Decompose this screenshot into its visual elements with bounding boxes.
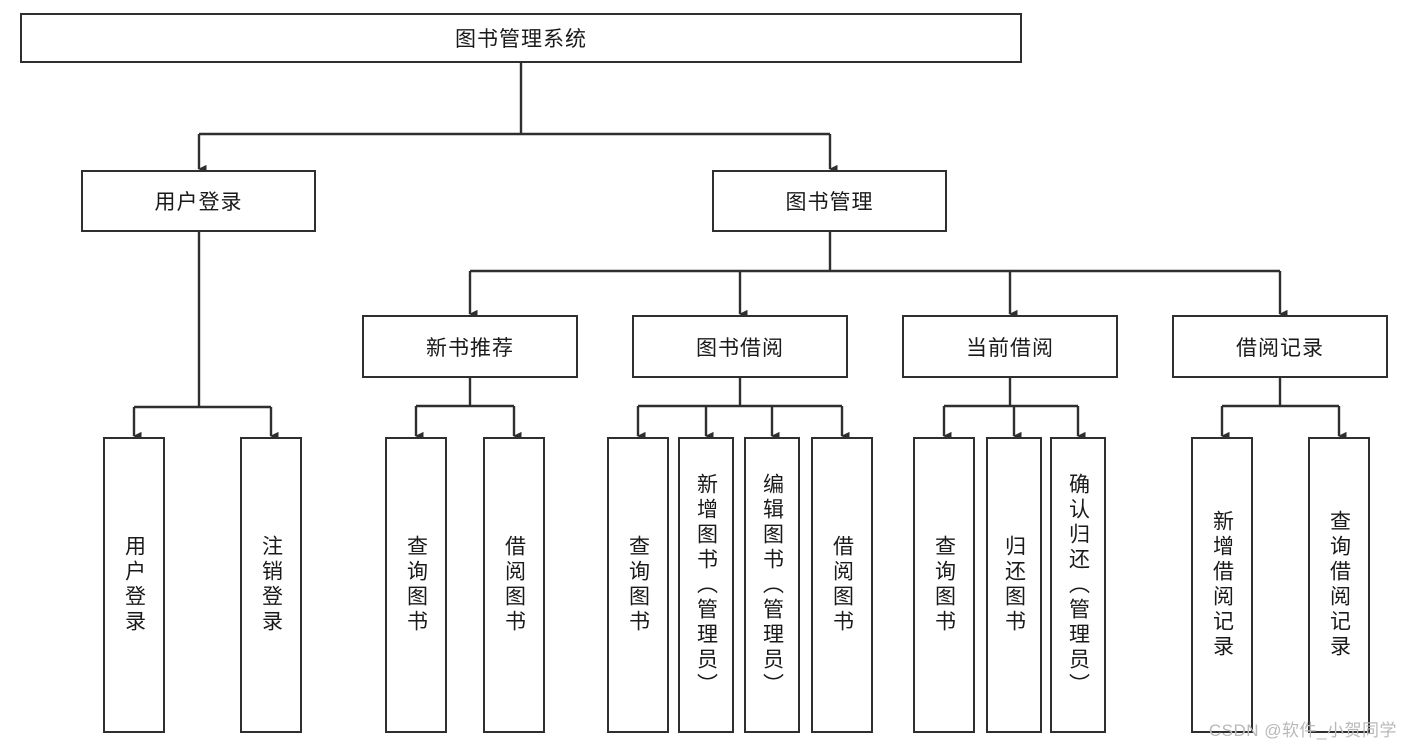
node-label: 确认归还（管理员）: [1066, 472, 1090, 698]
node-leaf-logout[interactable]: 注销登录: [240, 437, 302, 733]
node-label: 用户登录: [122, 535, 146, 635]
node-leaf-borrow-book-rec[interactable]: 借阅图书: [483, 437, 545, 733]
node-label: 新增借阅记录: [1210, 510, 1234, 660]
node-label: 注销登录: [259, 535, 283, 635]
node-new-book-rec[interactable]: 新书推荐: [362, 315, 578, 378]
node-leaf-return-book[interactable]: 归还图书: [986, 437, 1042, 733]
node-leaf-add-book[interactable]: 新增图书（管理员）: [678, 437, 734, 733]
node-label: 查询借阅记录: [1327, 510, 1351, 660]
node-leaf-edit-book[interactable]: 编辑图书（管理员）: [744, 437, 800, 733]
node-label: 新书推荐: [426, 336, 514, 360]
node-leaf-query-book-bor[interactable]: 查询图书: [607, 437, 669, 733]
node-leaf-borrow-book-bor[interactable]: 借阅图书: [811, 437, 873, 733]
csdn-watermark: CSDN @软件_小贺同学: [1208, 721, 1397, 740]
node-label: 借阅图书: [502, 535, 526, 635]
node-label: 编辑图书（管理员）: [760, 472, 784, 698]
node-label: 借阅记录: [1236, 336, 1324, 360]
node-label: 查询图书: [404, 535, 428, 635]
node-label: 图书借阅: [696, 336, 784, 360]
node-borrow-record[interactable]: 借阅记录: [1172, 315, 1388, 378]
node-current-borrow[interactable]: 当前借阅: [902, 315, 1118, 378]
node-label: 借阅图书: [830, 535, 854, 635]
node-book-manage[interactable]: 图书管理: [712, 170, 947, 232]
node-label: 图书管理: [785, 191, 874, 214]
node-root[interactable]: 图书管理系统: [20, 13, 1022, 63]
node-user-login[interactable]: 用户登录: [81, 170, 316, 232]
node-leaf-add-record[interactable]: 新增借阅记录: [1191, 437, 1253, 733]
node-label: 图书管理系统: [455, 28, 587, 51]
node-label: 用户登录: [154, 191, 243, 214]
node-label: 新增图书（管理员）: [694, 472, 718, 698]
node-label: 查询图书: [626, 535, 650, 635]
node-book-borrow[interactable]: 图书借阅: [632, 315, 848, 378]
node-leaf-query-record[interactable]: 查询借阅记录: [1308, 437, 1370, 733]
node-leaf-query-book-cur[interactable]: 查询图书: [913, 437, 975, 733]
node-label: 当前借阅: [966, 336, 1054, 360]
node-label: 查询图书: [932, 535, 956, 635]
node-leaf-confirm-return[interactable]: 确认归还（管理员）: [1050, 437, 1106, 733]
node-leaf-user-login[interactable]: 用户登录: [103, 437, 165, 733]
node-label: 归还图书: [1002, 535, 1026, 635]
node-leaf-query-book-rec[interactable]: 查询图书: [385, 437, 447, 733]
